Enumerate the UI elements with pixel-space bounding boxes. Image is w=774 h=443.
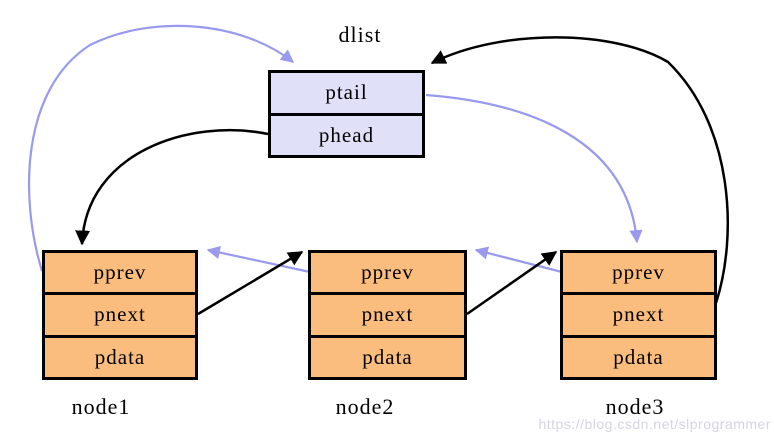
dlist-box: ptail phead <box>268 70 425 158</box>
edge-node2-pnext-to-node3 <box>466 250 558 316</box>
edge-node1-pnext-to-node2 <box>197 250 304 316</box>
edge-node2-pprev-to-node1 <box>206 246 311 274</box>
edge-node3-pprev-to-node2 <box>474 246 563 274</box>
node2-box: pprev pnext pdata <box>308 250 467 380</box>
dlist-phead-cell: phead <box>271 112 422 156</box>
node1-label: node1 <box>71 394 131 419</box>
node1-pdata-cell: pdata <box>45 334 195 377</box>
dlist-ptail-cell: ptail <box>325 80 368 105</box>
edge-dlist-phead-to-node1 <box>75 128 269 246</box>
node2-label: node2 <box>335 394 395 419</box>
node2-pnext-cell: pnext <box>311 292 464 334</box>
node1-pnext-cell: pnext <box>45 292 195 334</box>
edge-node1-pprev-to-dlist <box>27 24 295 272</box>
watermark-text: https://blog.csdn.net/slprogrammer <box>538 416 771 432</box>
edge-dlist-ptail-to-node3 <box>425 93 643 244</box>
node3-box: pprev pnext pdata <box>560 250 717 380</box>
node2-pprev-cell: pprev <box>361 260 414 285</box>
node3-pdata-cell: pdata <box>563 334 714 377</box>
node1-pprev-cell: pprev <box>93 260 147 285</box>
node3-label: node3 <box>605 394 665 419</box>
node3-pprev-cell: pprev <box>612 260 665 285</box>
node3-pnext-cell: pnext <box>563 292 714 334</box>
dlist-label: dlist <box>338 22 382 47</box>
node2-pdata-cell: pdata <box>311 334 464 377</box>
node1-box: pprev pnext pdata <box>42 250 198 380</box>
